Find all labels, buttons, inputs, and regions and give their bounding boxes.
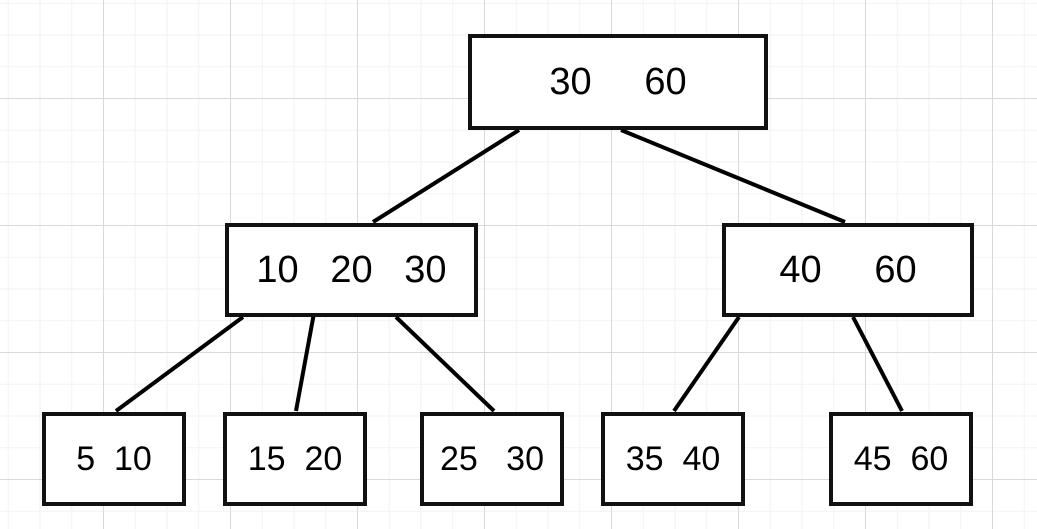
tree-node-leaf-3: 25 30 — [420, 412, 564, 506]
tree-node-internal-right: 40 60 — [722, 223, 974, 317]
tree-node-leaf-1-keys: 5 10 — [76, 440, 152, 478]
edge-internal-left-to-leaf-1 — [114, 315, 245, 413]
tree-node-leaf-5-keys: 45 60 — [853, 440, 949, 478]
edge-internal-right-to-leaf-5 — [851, 316, 904, 412]
tree-node-leaf-4-keys: 35 40 — [625, 440, 721, 478]
tree-node-root: 30 60 — [468, 34, 768, 130]
edge-root-to-internal-right — [620, 128, 846, 224]
tree-node-internal-right-keys: 40 60 — [779, 249, 917, 291]
tree-node-leaf-1: 5 10 — [42, 412, 186, 506]
tree-node-leaf-2: 15 20 — [223, 412, 367, 506]
tree-node-leaf-2-keys: 15 20 — [247, 440, 343, 478]
edge-root-to-internal-left — [371, 128, 521, 224]
tree-node-leaf-4: 35 40 — [601, 412, 745, 506]
tree-node-leaf-5: 45 60 — [829, 412, 973, 506]
edge-internal-left-to-leaf-2 — [294, 312, 316, 412]
tree-node-root-keys: 30 60 — [549, 61, 687, 103]
tree-node-internal-left-keys: 10 20 30 — [256, 249, 447, 291]
edge-internal-left-to-leaf-3 — [394, 315, 496, 413]
tree-node-leaf-3-keys: 25 30 — [440, 440, 544, 478]
tree-node-internal-left: 10 20 30 — [225, 223, 478, 317]
edge-internal-right-to-leaf-4 — [672, 315, 741, 413]
